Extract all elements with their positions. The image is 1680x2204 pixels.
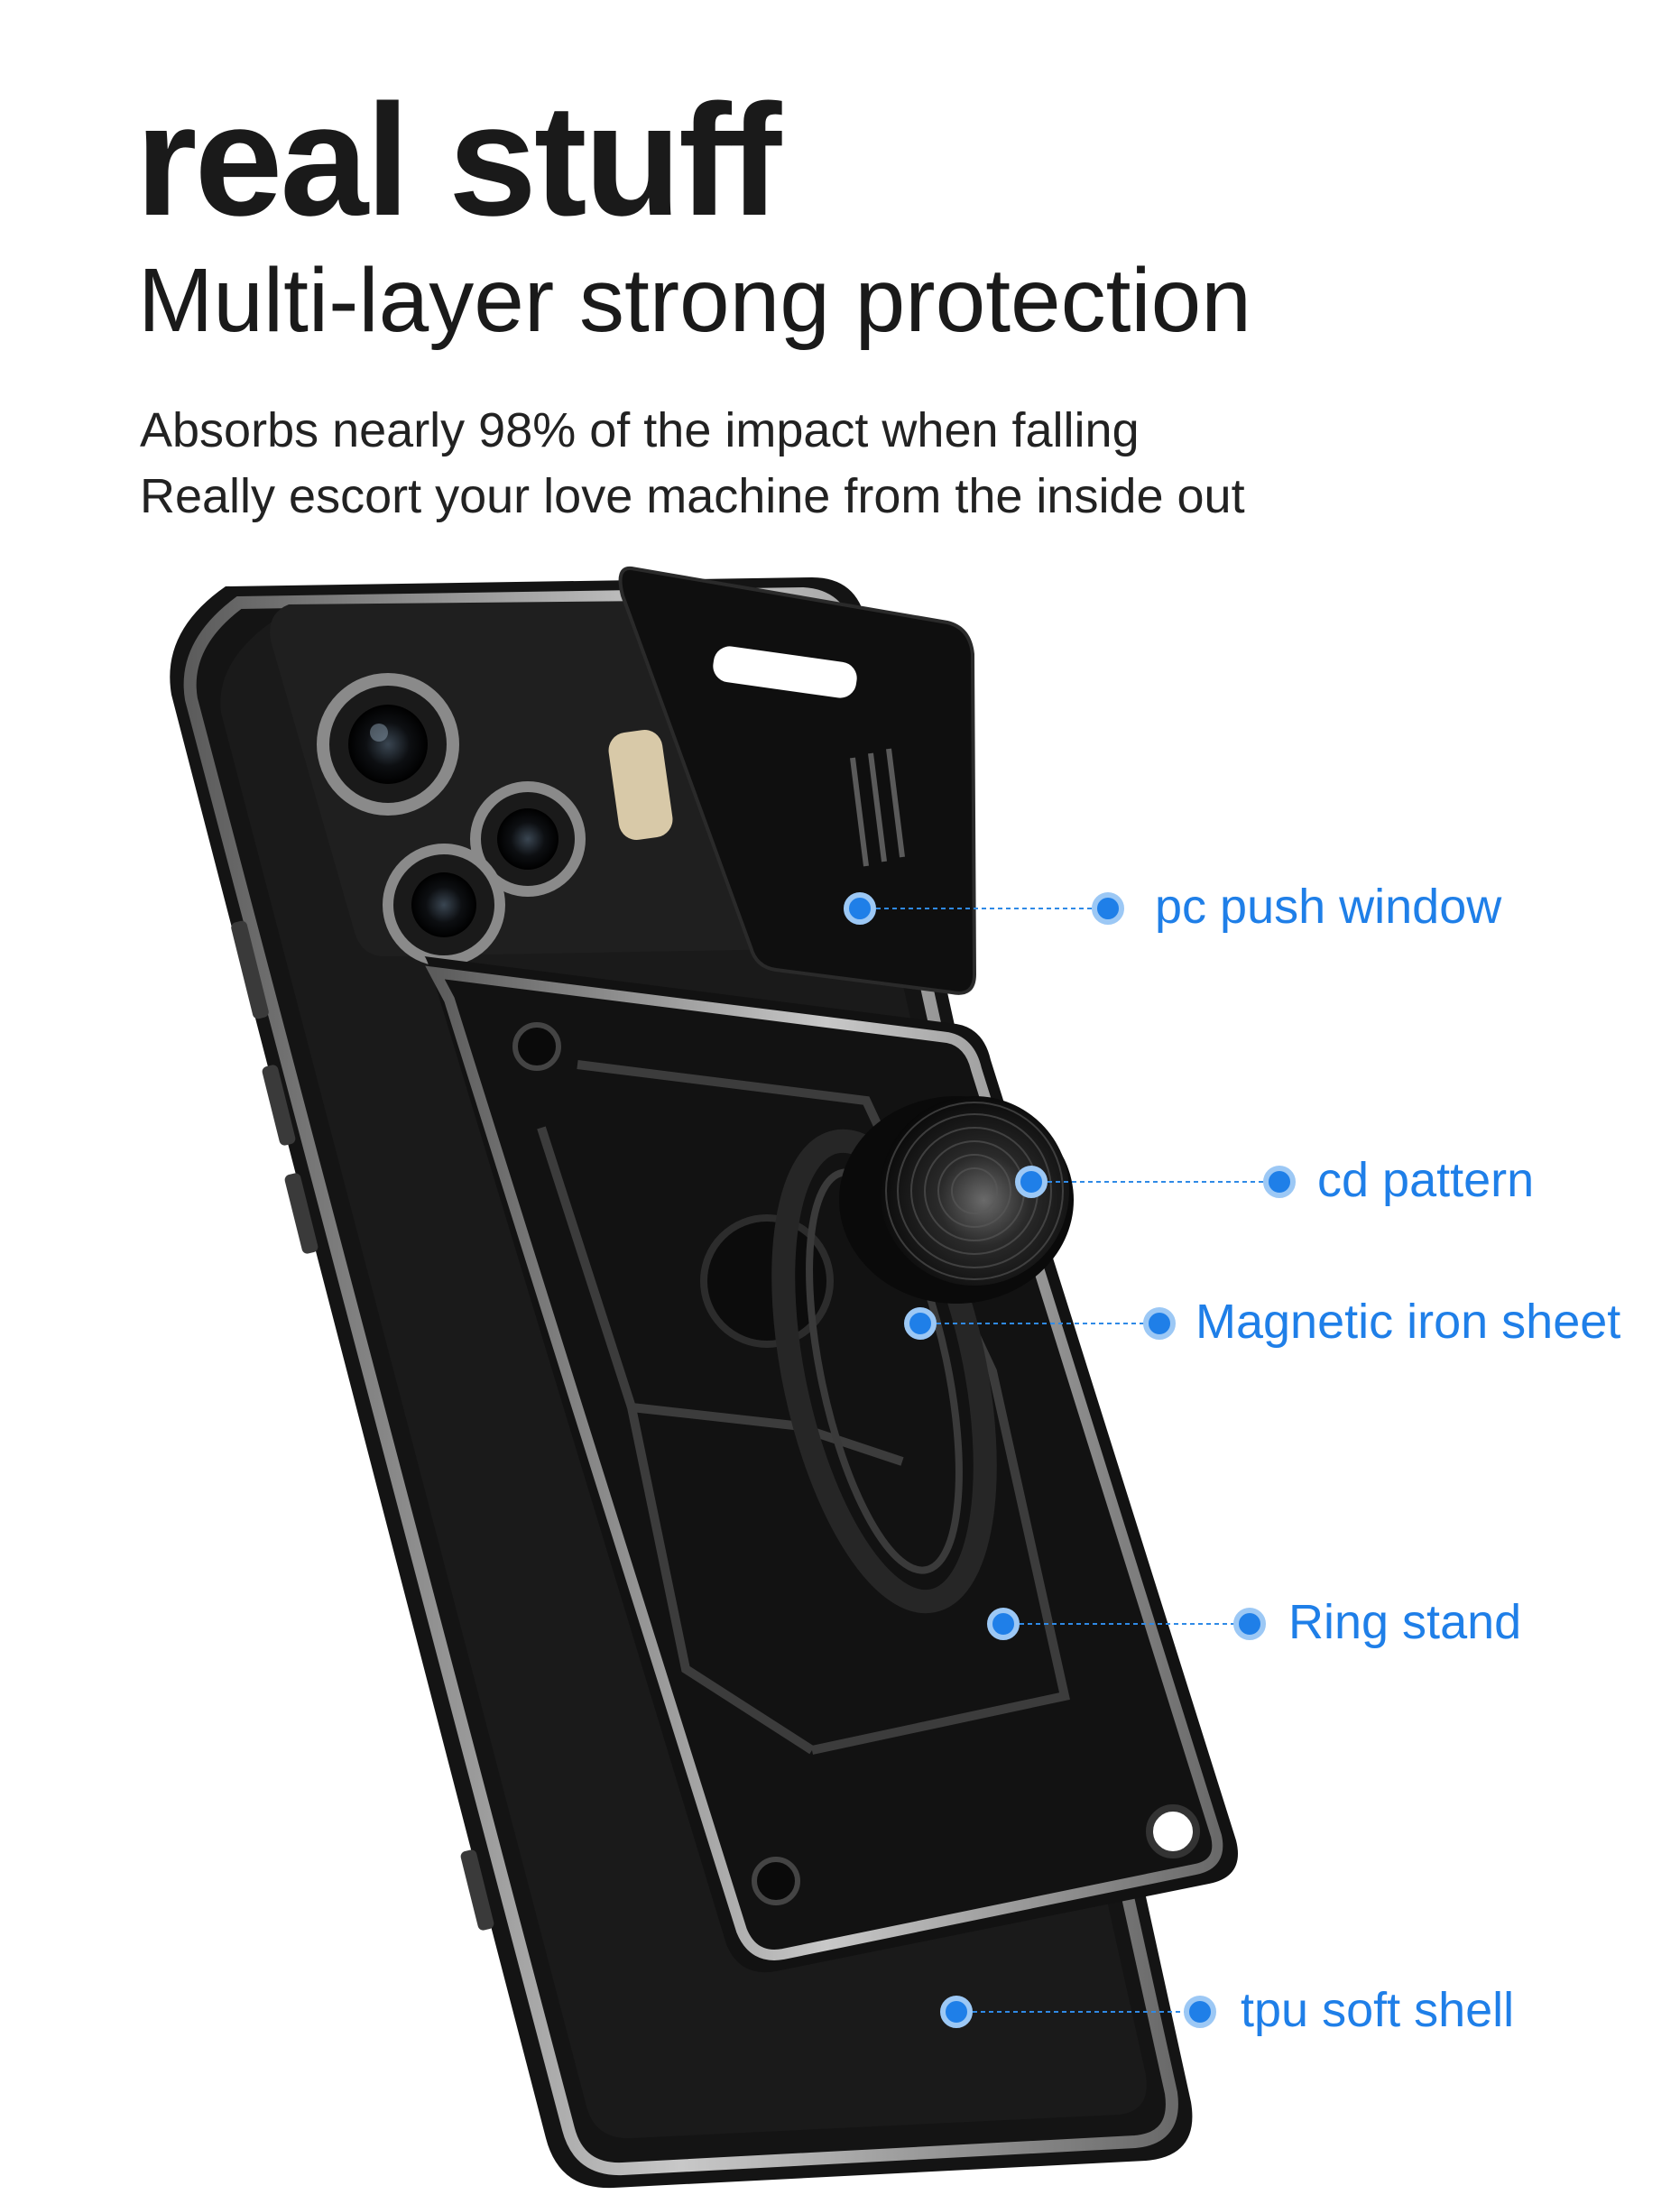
magnetic-iron-sheet-end-dot — [1143, 1307, 1176, 1340]
pc-push-window-part — [618, 566, 977, 995]
page-subtitle: Multi-layer strong protection — [138, 250, 1251, 351]
pc-push-window-end-dot — [1092, 892, 1124, 925]
pc-push-window-dot — [844, 892, 876, 925]
label-magnetic-iron-sheet: Magnetic iron sheet — [1195, 1295, 1621, 1349]
ring-stand-end-dot — [1233, 1608, 1266, 1640]
cd-pattern-end-dot — [1263, 1166, 1296, 1198]
description-line-1: Absorbs nearly 98% of the impact when fa… — [140, 403, 1140, 457]
label-pc-push-window: pc push window — [1155, 880, 1502, 934]
callout-dots — [844, 892, 1296, 2028]
label-tpu-soft-shell: tpu soft shell — [1241, 1983, 1515, 2037]
label-cd-pattern: cd pattern — [1317, 1153, 1535, 1207]
page-title: real stuff — [135, 72, 781, 249]
tpu-soft-shell-end-dot — [1184, 1996, 1216, 2028]
cd-pattern-part — [839, 1096, 1074, 1304]
ring-stand-dot — [987, 1608, 1020, 1640]
magnetic-iron-sheet-dot — [904, 1307, 937, 1340]
description-line-2: Really escort your love machine from the… — [140, 469, 1245, 523]
cd-pattern-dot — [1015, 1166, 1048, 1198]
tpu-soft-shell-dot — [940, 1996, 973, 2028]
callout-connectors — [860, 908, 1279, 2013]
label-ring-stand: Ring stand — [1288, 1595, 1522, 1649]
phone-case-illustration — [170, 566, 1296, 2189]
